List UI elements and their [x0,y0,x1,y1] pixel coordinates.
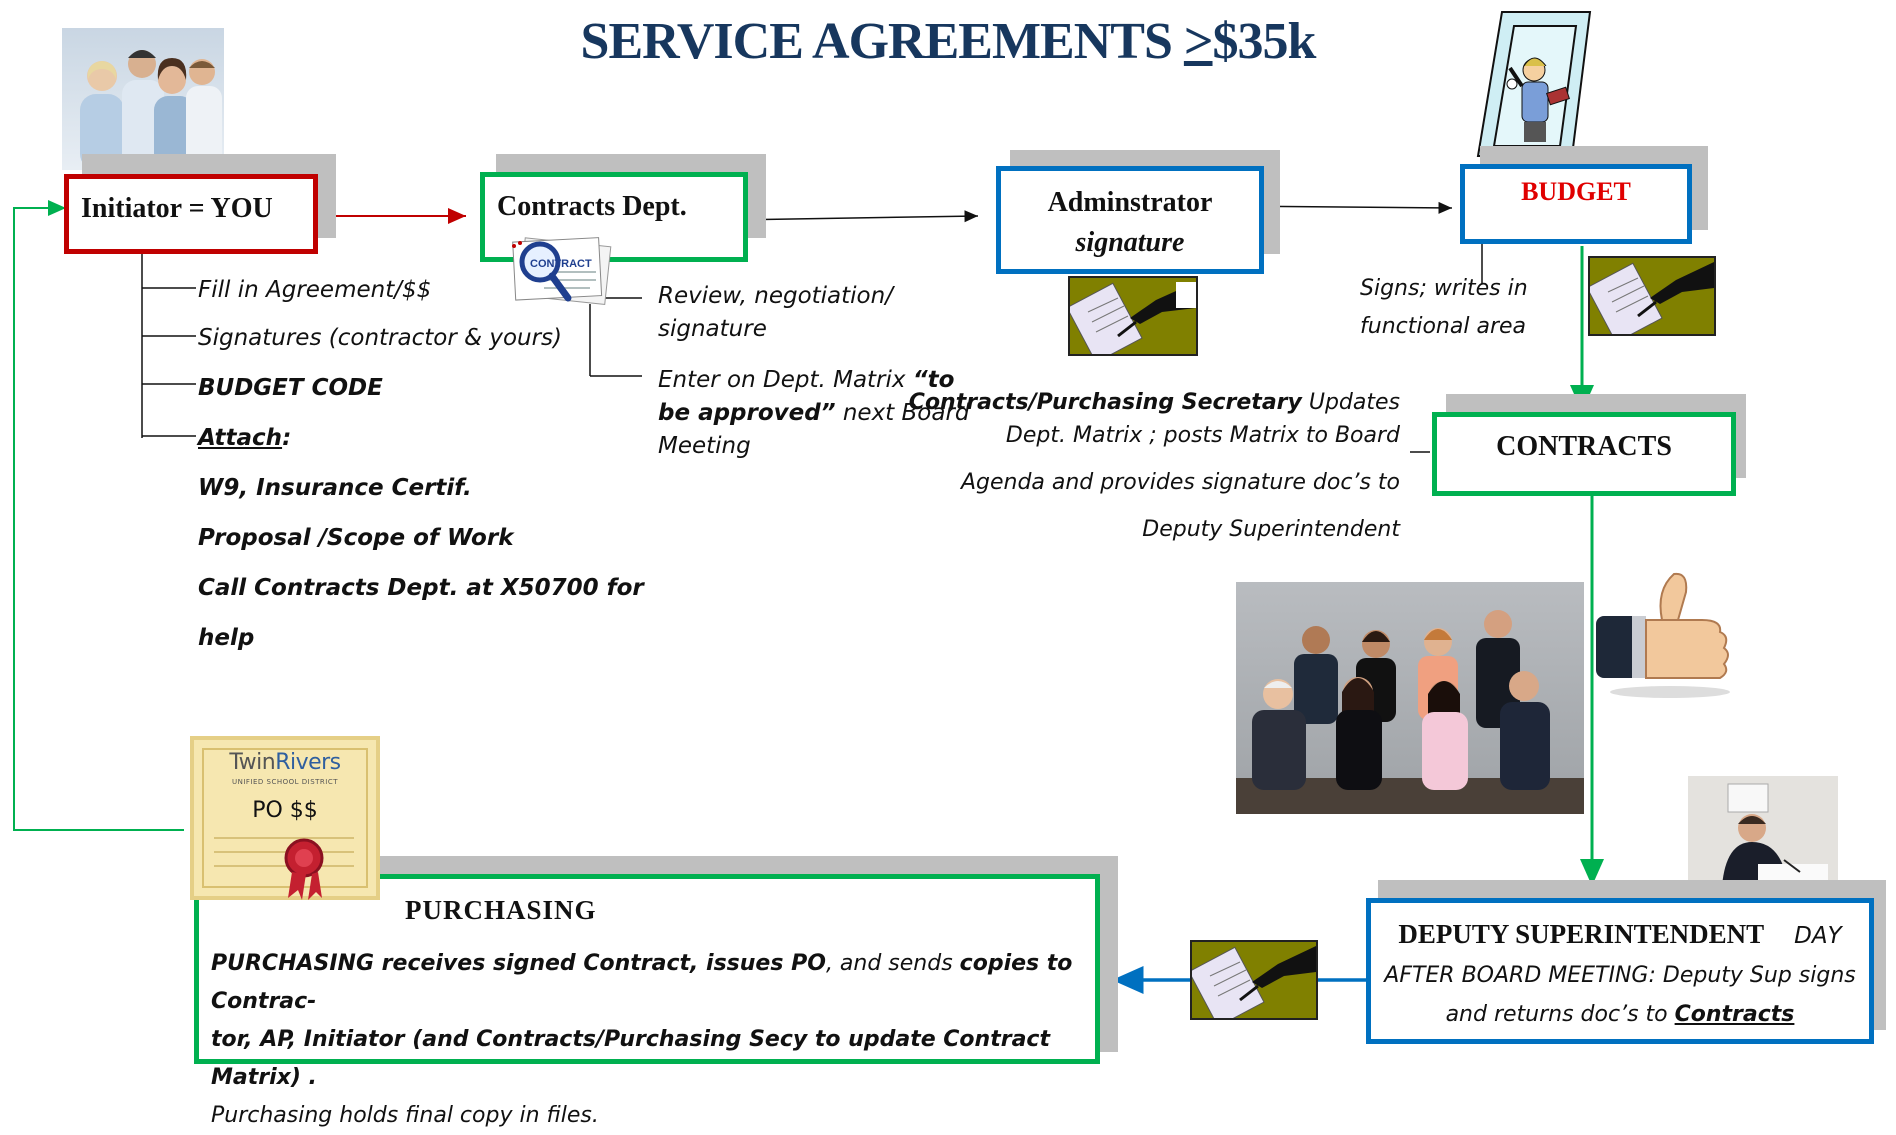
budget-box[interactable]: BUDGET [1460,164,1692,244]
deputy-superintendent-box[interactable]: DEPUTY SUPERINTENDENT DAY AFTER BOARD MEE… [1366,898,1874,1044]
certificate-subtitle: UNIFIED SCHOOL DISTRICT [231,778,339,786]
contracts-box[interactable]: CONTRACTS [1432,412,1736,496]
purchasing-line1-a: PURCHASING receives signed Contract, iss… [211,951,826,976]
thumbs-up-icon [1592,566,1742,706]
deputy-line3-a: and returns doc’s to [1445,1002,1675,1027]
purchasing-note: PURCHASING receives signed Contract, iss… [211,945,1101,1135]
contracts-dept-step-brackets [589,297,642,377]
deputy-line3-contracts: Contracts [1674,1002,1795,1027]
step-budget-code: BUDGET CODE [198,375,383,401]
step-signatures: Signatures (contractor & yours) [198,325,563,351]
purchasing-label: PURCHASING [405,895,597,925]
arrow-purchasing-to-initiator [13,200,184,831]
team-photo [62,28,224,170]
title-main: SERVICE AGREEMENTS [580,13,1184,70]
arrow-contracts-dept-to-administrator [729,210,979,223]
step-enter-matrix: Enter on Dept. Matrix “to be approved” n… [658,364,970,463]
review-line2: signature [658,316,767,342]
enter-line2-a: be approved” [658,400,836,426]
secretary-line2: Dept. Matrix ; posts Matrix to Board [1005,423,1400,448]
purchasing-box[interactable]: PURCHASING PURCHASING receives signed Co… [194,874,1100,1128]
purchasing-line1-c: copies to Contrac- [211,951,1073,1014]
attach-label: Attach [198,425,283,451]
deputy-title: DEPUTY SUPERINTENDENT [1398,919,1765,949]
page-title: SERVICE AGREEMENTS >$35k [0,12,1896,71]
step-attach: Attach: [198,422,291,455]
deputy-signing-photo [1688,776,1838,886]
budget-note: Signs; writes in functional area [1360,270,1528,346]
contract-document-icon: CONTRACT [504,236,614,306]
purchasing-line2: tor, AP, Initiator (and Contracts/Purcha… [211,1027,1050,1090]
certificate-brand: TwinRivers [194,750,376,775]
administrator-box[interactable]: Adminstrator signature [996,166,1264,274]
budget-note-line2: functional area [1360,314,1526,339]
step-proposal: Proposal /Scope of Work [198,525,514,551]
purchasing-line3: Purchasing holds final copy in files. [211,1103,599,1128]
secretary-note: Contracts/Purchasing Secretary Updates D… [900,386,1400,546]
budget-signature-icon [1588,256,1716,336]
purchasing-signature-icon [1190,940,1318,1020]
purchasing-line1-b: , and sends [825,951,960,976]
initiator-box[interactable]: Initiator = YOU [64,174,318,254]
door-person-icon [1472,6,1604,158]
enter-line1-a: Enter on Dept. Matrix [658,367,913,393]
budget-label: BUDGET [1521,177,1631,206]
deputy-line2: AFTER BOARD MEETING: Deputy Sup signs [1384,963,1856,988]
title-threshold: >$35k [1183,13,1317,70]
board-members-photo [1236,582,1584,814]
administrator-label: Adminstrator [1047,187,1213,218]
po-certificate: TwinRivers UNIFIED SCHOOL DISTRICT PO $$ [190,736,380,900]
people-icon [80,50,222,170]
step-w9: W9, Insurance Certif. [198,475,472,501]
secretary-line4: Deputy Superintendent [1142,517,1400,542]
certificate-brand-rivers: Rivers [275,750,341,775]
step-call-help: help [198,625,255,651]
deputy-day: DAY [1794,923,1842,949]
svg-text:CONTRACT: CONTRACT [530,258,592,270]
contracts-label: CONTRACTS [1496,431,1672,462]
step-fill-agreement: Fill in Agreement/$$ [198,277,432,303]
secretary-line3: Agenda and provides signature doc’s to [960,470,1400,495]
signature-icon [1068,276,1198,356]
secretary-line1-b: Updates [1301,390,1400,415]
budget-note-line1: Signs; writes in [1360,276,1528,301]
enter-line2-b: next Board [835,400,970,426]
administrator-signature-label: signature [1075,227,1185,258]
initiator-step-brackets [141,250,196,438]
enter-line3: Meeting [658,433,751,459]
review-line1: Review, negotiation/ [658,283,893,309]
certificate-brand-twin: Twin [229,750,276,775]
certificate-po-label: PO $$ [252,798,318,823]
step-call-contracts: Call Contracts Dept. at X50700 for [198,575,644,601]
attach-colon: : [282,425,292,451]
contracts-dept-label: Contracts Dept. [497,191,687,222]
enter-line1-b: “to [912,367,955,393]
initiator-label: Initiator = YOU [81,193,273,224]
step-review: Review, negotiation/ signature [658,280,893,346]
secretary-title: Contracts/Purchasing Secretary [908,390,1302,415]
